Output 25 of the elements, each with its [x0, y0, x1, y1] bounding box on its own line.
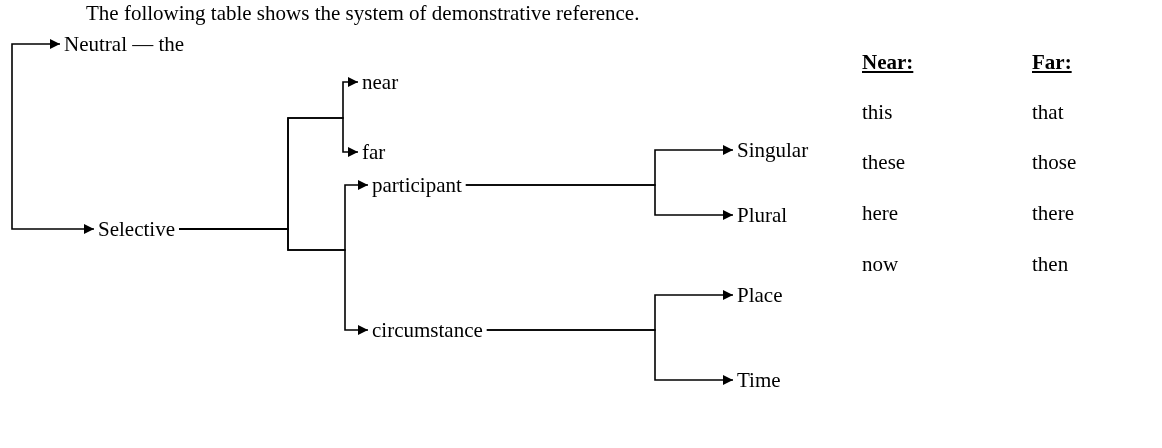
table-cell-text: that: [1031, 99, 1065, 125]
title: The following table shows the system of demonstrative reference.: [85, 0, 641, 26]
arrow: [465, 184, 734, 220]
term-label: Time: [735, 367, 783, 393]
table-cell-text: those: [1031, 149, 1078, 175]
table-cell-text: these: [861, 149, 907, 175]
table-cell-text: this: [861, 99, 894, 125]
term-label: Selective: [96, 216, 177, 242]
term-label: near: [360, 69, 401, 95]
table-header: Far:: [1031, 49, 1073, 75]
table-header: Near:: [861, 49, 915, 75]
arrow: [485, 329, 734, 385]
table-cell-text: there: [1031, 200, 1075, 226]
table-cell-text: here: [861, 200, 900, 226]
table-cell-text: now: [861, 251, 900, 277]
term-label: Plural: [735, 202, 790, 228]
term-label: far: [360, 139, 388, 165]
term-label: Neutral — the: [62, 31, 187, 57]
term-label: circumstance: [370, 317, 485, 343]
term-label: participant: [370, 172, 464, 198]
table-cell-text: then: [1031, 251, 1070, 277]
arrow: [11, 39, 61, 135]
term-label: Singular: [735, 137, 811, 163]
arrow: [11, 133, 95, 234]
term-label: Place: [735, 282, 785, 308]
